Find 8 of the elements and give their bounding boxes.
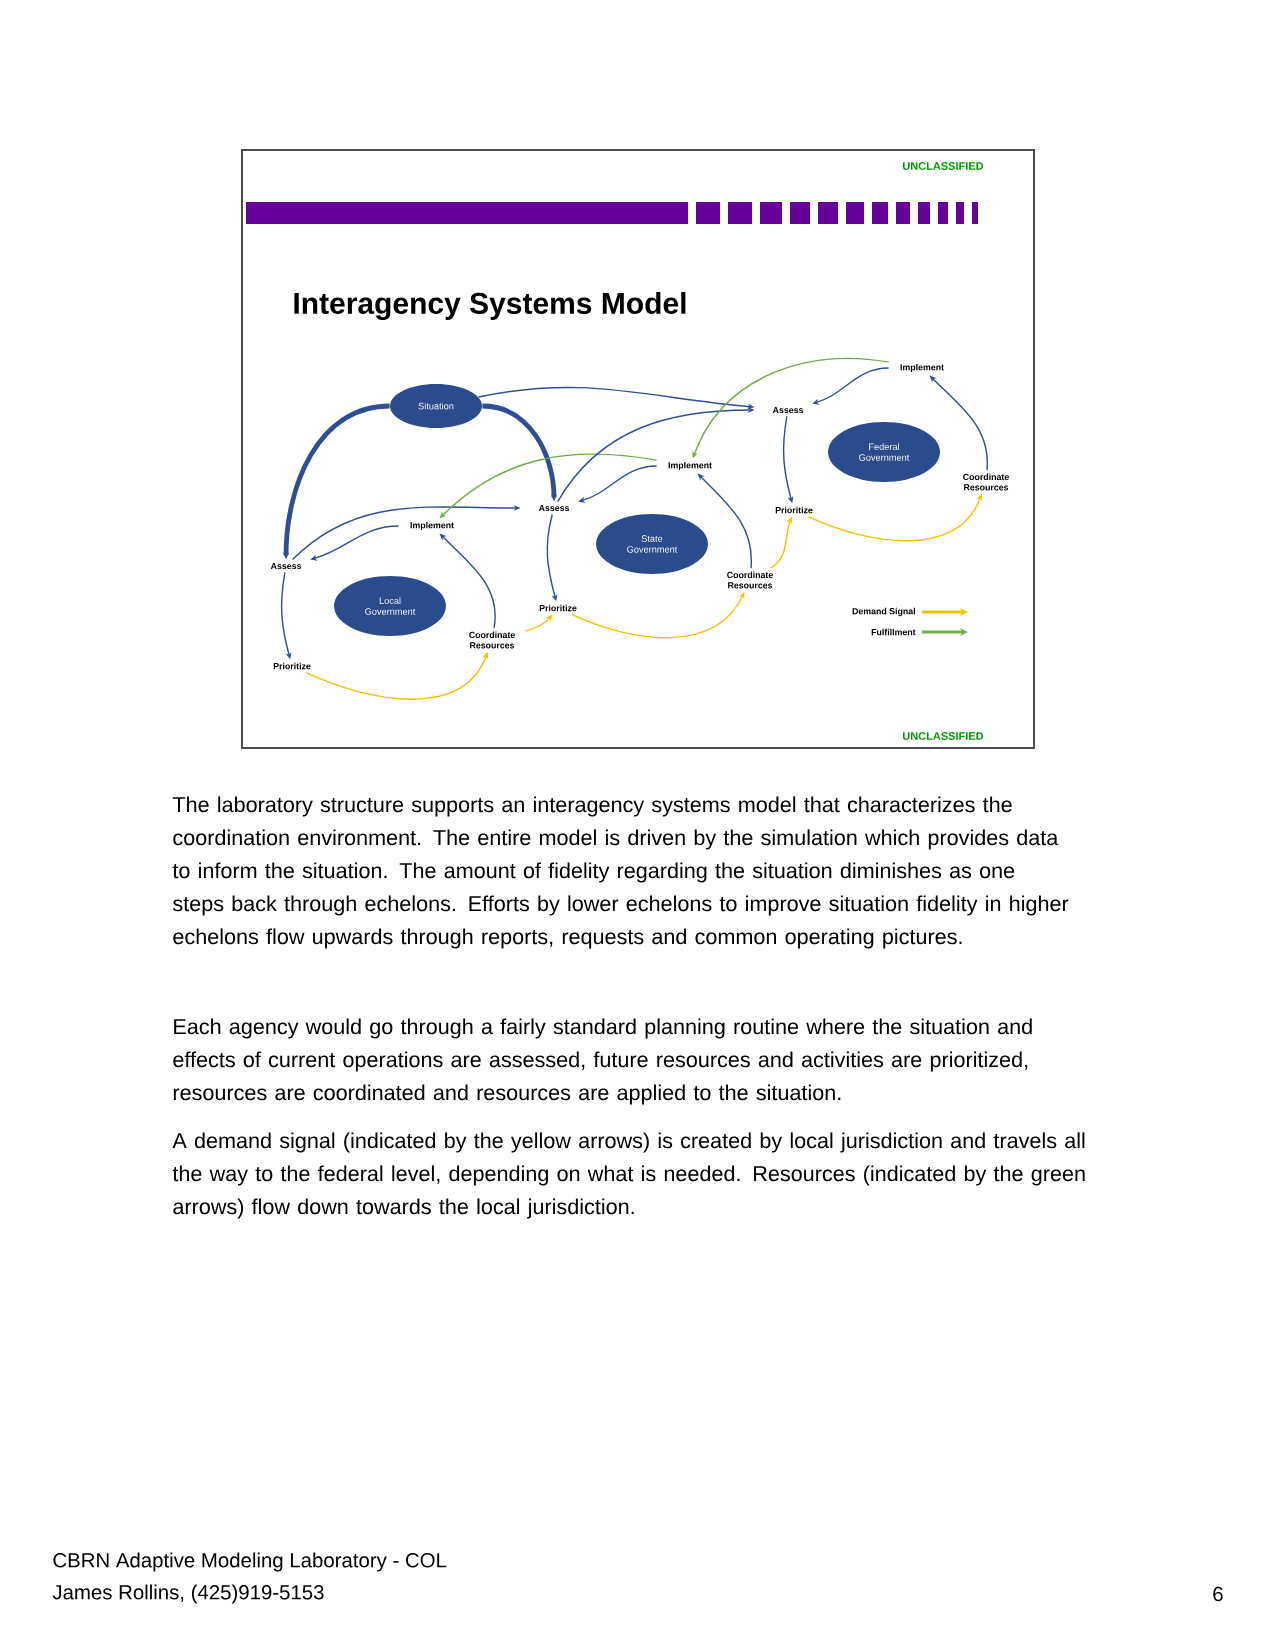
footer-text: CBRN Adaptive Modeling Laboratory - COL <box>53 1552 447 1572</box>
arrow <box>439 453 658 519</box>
body-paragraph: The laboratory structure supports an interagency systems model that characterizes the coordination environment. The entire model is driven by the simulation which provides data to inform the situation. The amount of fidelity regarding the situation diminishes as one steps back through echelons. Efforts by lower echelons to improve situation fidelity in higher echelons flow upwards through reports, requests and common operating pictures. <box>172 796 1069 949</box>
body-paragraph: A demand signal (indicated by the yellow arrows) is created by local jurisdiction and travels all the way to the federal level, depending on what is needed. Resources (indicated by the green arrows) flow down towards the local jurisdiction. <box>172 1132 1085 1219</box>
page-number: 6 <box>1213 1586 1223 1602</box>
body-paragraph: Each agency would go through a fairly standard planning routine where the situation and effects of current operations are assessed, future resources and activities are prioritized, resources are coordinated and resources are applied to the situation. <box>173 1018 1032 1105</box>
slide-title: Interagency Systems Model <box>294 291 686 321</box>
footer-text: James Rollins, (425)919-5153 <box>52 1584 324 1604</box>
